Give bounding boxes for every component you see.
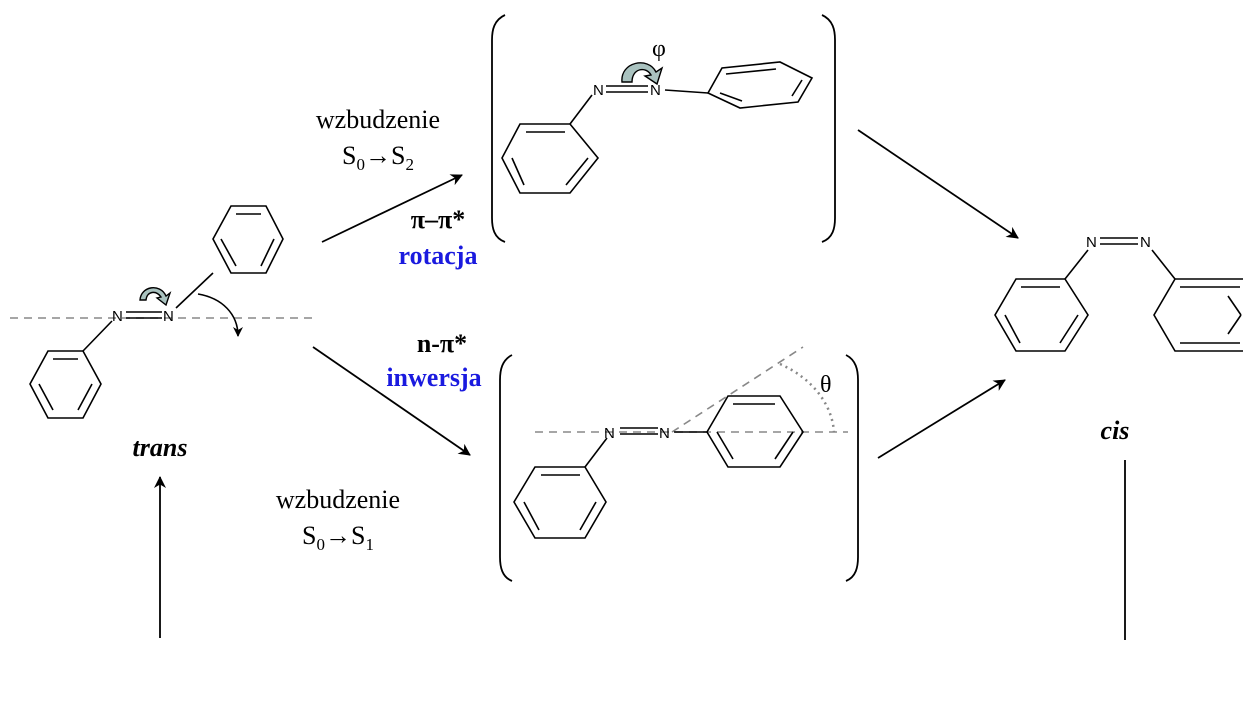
cis-n2-ring-bond xyxy=(1151,249,1176,280)
bottom-n1-ring-bond xyxy=(584,437,608,468)
top-right-ring-inner-bond-3 xyxy=(719,92,743,102)
bottom-left-bracket xyxy=(499,354,513,582)
top-mechanism-label: rotacja xyxy=(399,241,478,270)
theta-label: θ xyxy=(820,372,832,398)
bottom-excitation-label: wzbudzenie xyxy=(276,485,400,514)
trans-label: trans xyxy=(133,433,188,462)
cis-right-phenyl-ring xyxy=(1153,278,1243,352)
cis-left-phenyl-ring xyxy=(994,278,1089,352)
bottom-right-ring-inner-bond-2 xyxy=(774,431,794,460)
bottom-right-phenyl-ring xyxy=(706,395,804,468)
bottom-orbital-label: n-π* xyxy=(417,329,467,358)
arrow-trans-to-bottom-intermediate xyxy=(312,346,471,456)
bottom-right-ring-inner-bond-3 xyxy=(716,431,734,460)
trans-lower-phenyl-ring xyxy=(29,350,102,419)
arrow-trans-to-top-intermediate xyxy=(321,174,463,243)
bottom-left-ring-inner-bond-3 xyxy=(523,501,540,531)
bottom-left-ring-inner-bond-2 xyxy=(579,501,597,531)
trans-upper-ring-inner-bond-2 xyxy=(260,238,275,267)
top-nitrogen-2: N xyxy=(650,82,661,99)
top-n1-ring-bond xyxy=(569,94,593,125)
cis-right-ring-partial-bond-2 xyxy=(1227,314,1242,335)
trans-upper-phenyl-ring xyxy=(212,205,284,274)
cis-left-ring-inner-bond-2 xyxy=(1059,314,1079,344)
top-right-ring-inner-bond-2 xyxy=(791,79,803,97)
top-nitrogen-1: N xyxy=(593,82,604,99)
top-transition-label: S0→S2 xyxy=(342,141,414,174)
trans-lower-ring-inner-bond-3 xyxy=(38,383,54,411)
trans-rotation-motion-arrow xyxy=(197,293,243,337)
cis-left-ring-inner-bond-3 xyxy=(1004,314,1021,344)
bottom-transition-label: S0→S1 xyxy=(302,521,374,554)
cis-label: cis xyxy=(1101,416,1130,445)
trans-lower-ring-inner-bond-2 xyxy=(77,383,93,411)
top-orbital-label: π–π* xyxy=(411,205,466,234)
bottom-right-bracket xyxy=(845,354,859,582)
trans-nitrogen-2: N xyxy=(163,308,174,325)
cis-nitrogen-2: N xyxy=(1140,234,1151,251)
top-right-ring-inner-bond-1 xyxy=(725,68,777,75)
trans-upper-ring-inner-bond-3 xyxy=(220,238,237,267)
cis-n1-ring-bond xyxy=(1064,249,1089,280)
top-left-bracket xyxy=(491,14,506,243)
trans-n1-ring-bond xyxy=(82,320,113,352)
top-intermediate-molecule: N N xyxy=(501,61,814,194)
trans-nitrogen-1: N xyxy=(112,308,123,325)
cis-molecule: N N xyxy=(994,234,1243,352)
top-excitation-label: wzbudzenie xyxy=(316,105,440,134)
top-left-ring-inner-bond-3 xyxy=(511,157,525,186)
top-right-phenyl-ring xyxy=(706,61,814,109)
curved-arrow-icon xyxy=(621,62,664,86)
arrow-bottom-intermediate-to-cis xyxy=(877,379,1006,459)
top-right-bracket xyxy=(821,14,836,243)
cis-right-ring-partial-bond xyxy=(1227,295,1242,316)
phi-label: φ xyxy=(652,36,666,62)
trans-molecule: N N xyxy=(10,205,315,419)
bottom-nitrogen-2: N xyxy=(659,425,670,442)
top-left-phenyl-ring xyxy=(501,123,600,194)
top-n2-ring-bond xyxy=(664,89,709,94)
arrow-top-intermediate-to-cis xyxy=(857,129,1019,239)
bottom-intermediate-molecule: N N xyxy=(513,346,848,539)
top-left-ring-inner-bond-2 xyxy=(565,157,589,186)
bottom-angle-line xyxy=(671,346,804,433)
theta-angle-arc xyxy=(779,362,836,433)
bottom-nitrogen-1: N xyxy=(604,425,615,442)
trans-n2-ring-bond xyxy=(175,272,214,309)
cis-nitrogen-1: N xyxy=(1086,234,1097,251)
bottom-left-phenyl-ring xyxy=(513,466,607,539)
bottom-mechanism-label: inwersja xyxy=(386,363,481,392)
curved-arrow-icon xyxy=(139,287,172,307)
